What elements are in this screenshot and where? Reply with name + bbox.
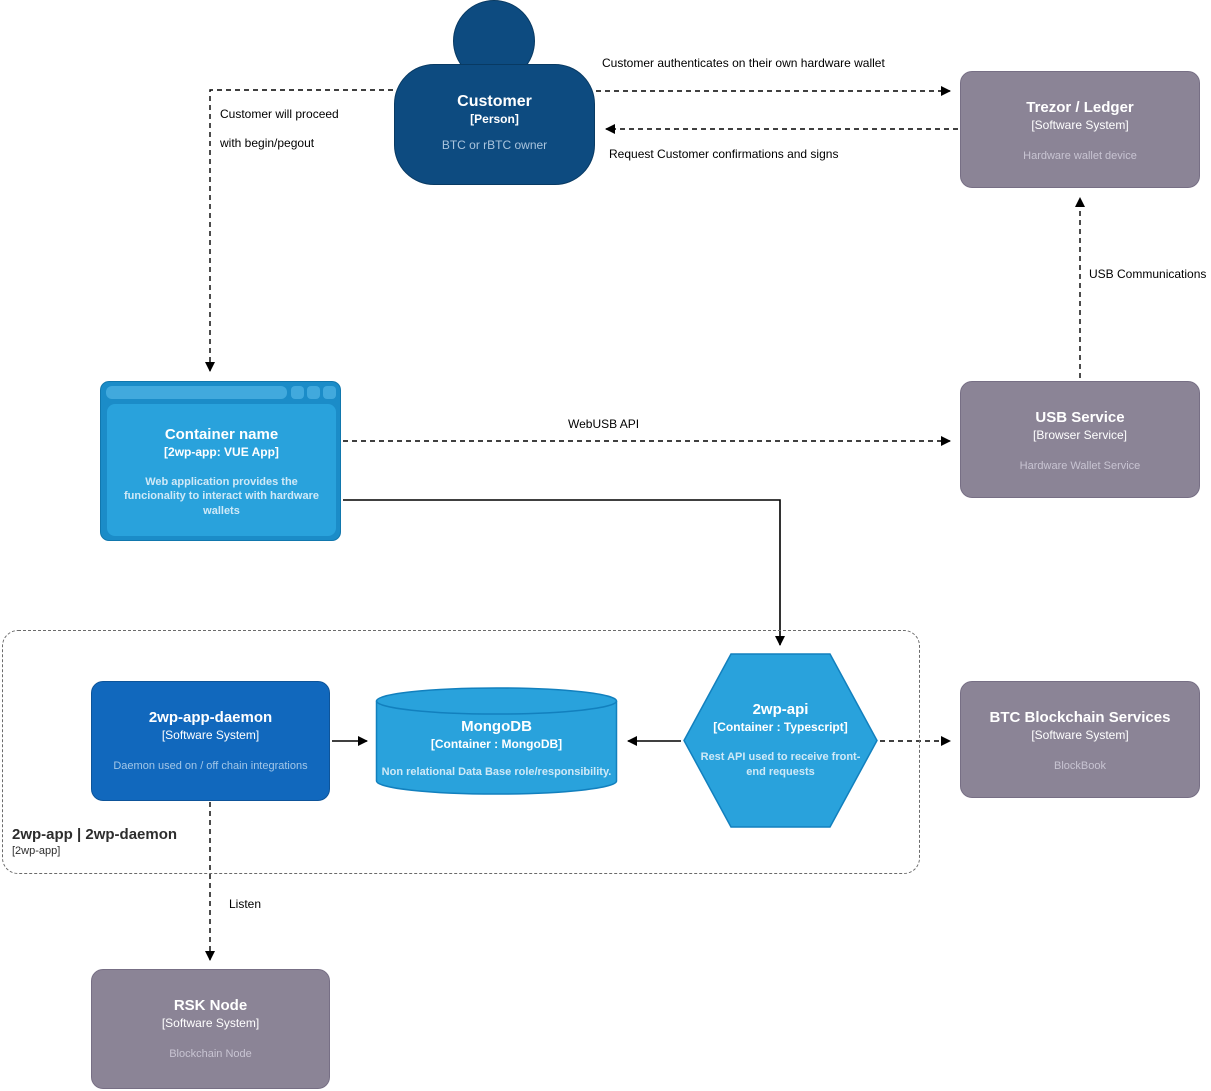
- node-title: BTC Blockchain Services: [989, 709, 1171, 726]
- edge-label-listen: Listen: [227, 897, 264, 911]
- node-rsk-node[interactable]: RSK Node [Software System] Blockchain No…: [91, 969, 330, 1089]
- edge-label-webusb-api: WebUSB API: [566, 417, 642, 431]
- node-meta: [2wp-app: VUE App]: [164, 445, 279, 459]
- browser-panel: Container name [2wp-app: VUE App] Web ap…: [107, 404, 336, 536]
- browser-button: [307, 386, 320, 399]
- node-description: Blockchain Node: [169, 1048, 252, 1061]
- node-usb-service[interactable]: USB Service [Browser Service] Hardware W…: [960, 381, 1200, 498]
- node-meta: [Person]: [470, 112, 519, 126]
- node-btc-blockchain-services[interactable]: BTC Blockchain Services [Software System…: [960, 681, 1200, 798]
- boundary-2wp-app[interactable]: [2, 630, 920, 874]
- node-title: Customer: [457, 93, 532, 110]
- node-description: Hardware wallet device: [1023, 150, 1137, 163]
- node-meta: [Browser Service]: [1032, 428, 1128, 443]
- node-title: MongoDB: [461, 718, 532, 735]
- node-meta: [Software System]: [1031, 118, 1129, 133]
- boundary-title: 2wp-app | 2wp-daemon: [12, 826, 178, 843]
- edge-label-authenticates: Customer authenticates on their own hard…: [600, 56, 887, 70]
- node-2wp-app-daemon[interactable]: 2wp-app-daemon [Software System] Daemon …: [91, 681, 330, 801]
- edge-label-proceed-line2: with begin/pegout: [220, 136, 315, 150]
- node-container-2wp-app[interactable]: Container name [2wp-app: VUE App] Web ap…: [100, 381, 341, 541]
- node-meta: [Software System]: [161, 1016, 260, 1031]
- node-description: Non relational Data Base role/responsibi…: [381, 766, 612, 779]
- node-meta: [Container : MongoDB]: [430, 737, 563, 752]
- node-meta: [Container : Typescript]: [713, 720, 848, 735]
- node-customer[interactable]: Customer [Person] BTC or rBTC owner: [394, 64, 595, 185]
- boundary-label: 2wp-app | 2wp-daemon [2wp-app]: [12, 826, 177, 857]
- browser-button: [323, 386, 336, 399]
- node-title: 2wp-api: [752, 701, 809, 718]
- edge-label-confirmations: Request Customer confirmations and signs: [607, 147, 841, 161]
- edge-label-proceed-line1: Customer will proceed: [220, 107, 339, 121]
- node-description: Rest API used to receive front-end reque…: [700, 751, 861, 778]
- node-description: Web application provides the funcionalit…: [124, 476, 319, 517]
- node-trezor-ledger[interactable]: Trezor / Ledger [Software System] Hardwa…: [960, 71, 1200, 188]
- edge-container-to-api[interactable]: [343, 499, 785, 646]
- node-title: USB Service: [1035, 409, 1125, 426]
- browser-address-bar: [106, 386, 287, 399]
- node-meta: [Software System]: [1031, 728, 1129, 743]
- node-2wp-api[interactable]: 2wp-api [Container : Typescript] Rest AP…: [683, 653, 878, 828]
- cylinder-shape: [375, 687, 618, 795]
- node-title: Trezor / Ledger: [1026, 99, 1134, 116]
- hexagon-shape: [683, 653, 878, 828]
- edge-customer-proceed[interactable]: [205, 89, 393, 372]
- node-title: Container name: [164, 426, 279, 443]
- edge-label-usb-communications: USB Communications: [1087, 267, 1209, 281]
- node-description: Daemon used on / off chain integrations: [113, 760, 308, 773]
- node-title: 2wp-app-daemon: [148, 709, 273, 726]
- node-meta: [Software System]: [161, 728, 260, 743]
- node-description: Hardware Wallet Service: [1019, 460, 1141, 473]
- browser-button: [291, 386, 304, 399]
- node-description: BlockBook: [1054, 760, 1106, 773]
- boundary-meta: [2wp-app]: [12, 845, 61, 857]
- node-title: RSK Node: [173, 997, 248, 1014]
- node-mongodb[interactable]: MongoDB [Container : MongoDB] Non relati…: [375, 686, 618, 796]
- node-description: BTC or rBTC owner: [441, 138, 548, 152]
